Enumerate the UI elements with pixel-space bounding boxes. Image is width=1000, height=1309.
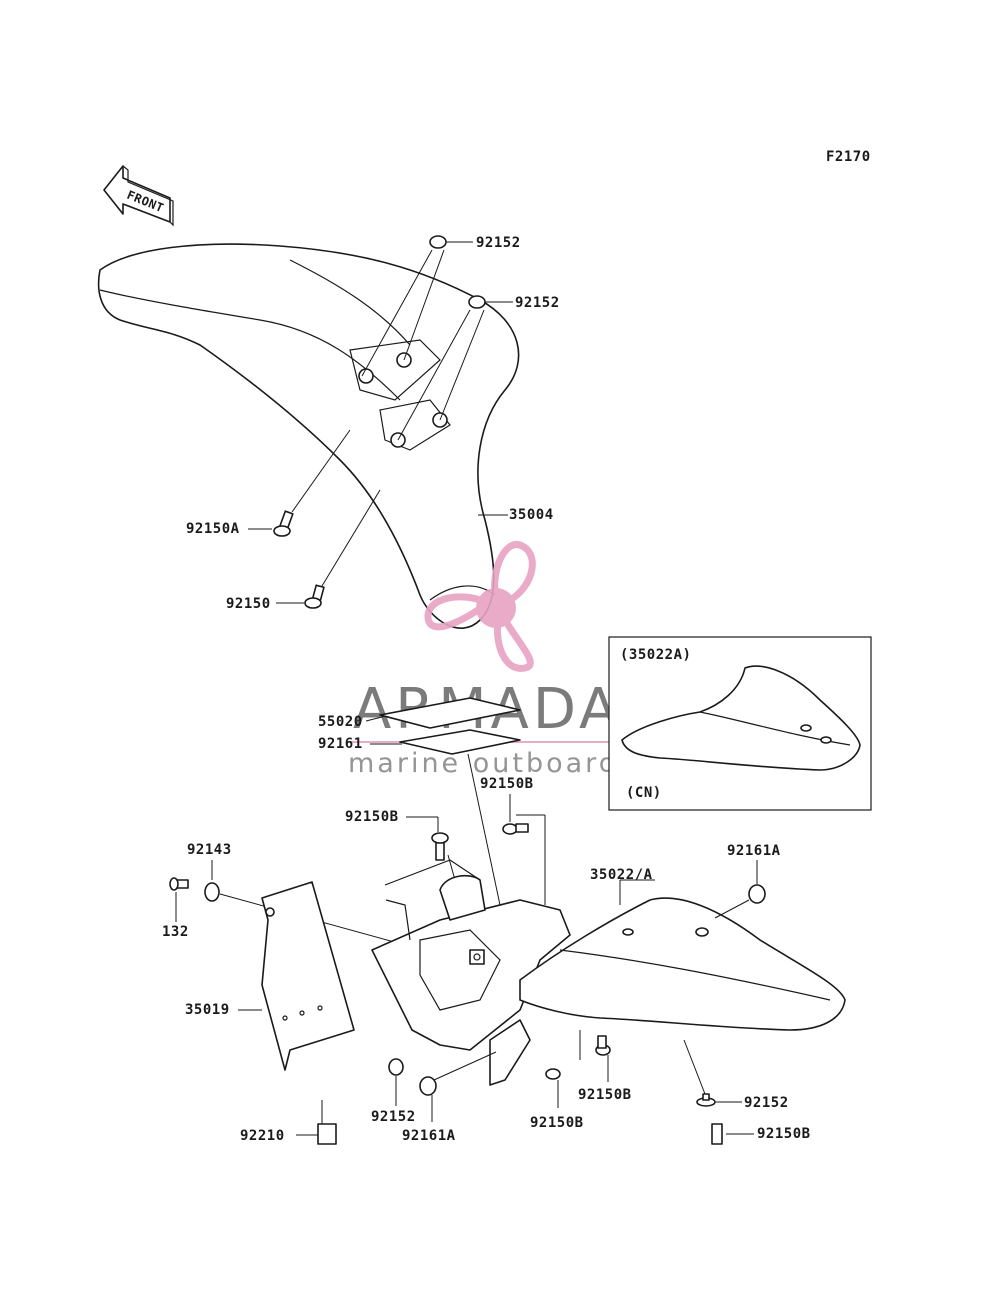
callout-92150B-left: 92150B xyxy=(345,809,399,825)
callout-92150A: 92150A xyxy=(186,521,240,537)
callout-92152-a: 92152 xyxy=(476,235,521,251)
callout-35022A: 35022/A xyxy=(590,867,653,883)
screw-132 xyxy=(169,877,189,922)
inset-title: (35022A) xyxy=(620,647,691,663)
callout-92161A-right: 92161A xyxy=(727,843,781,859)
rear-fender-35022A xyxy=(519,879,846,1031)
clip-92210 xyxy=(296,1100,337,1145)
bolt-92150B-right xyxy=(711,1123,754,1145)
callout-35004: 35004 xyxy=(509,507,554,523)
callout-92161: 92161 xyxy=(318,736,363,752)
callout-92161A-low: 92161A xyxy=(402,1128,456,1144)
callout-35019: 35019 xyxy=(185,1002,230,1018)
mudflap-35019 xyxy=(238,881,355,1071)
callout-132: 132 xyxy=(162,924,189,940)
bolt-92150B-low xyxy=(545,1068,561,1108)
front-arrow-icon: FRONT xyxy=(103,165,174,227)
washer-92152-low xyxy=(388,1058,404,1106)
inset-note: (CN) xyxy=(626,785,662,801)
washer-92152-b xyxy=(397,295,513,441)
callout-92150B-top: 92150B xyxy=(480,776,534,792)
callout-92152-low: 92152 xyxy=(371,1109,416,1125)
front-fender-35004 xyxy=(97,243,520,629)
bolt-92150B-left xyxy=(406,816,456,881)
washer-92152-right xyxy=(683,1039,742,1107)
bolt-92150B-top xyxy=(502,814,546,905)
callout-92152-right: 92152 xyxy=(744,1095,789,1111)
callout-55020: 55020 xyxy=(318,714,363,730)
callout-92150: 92150 xyxy=(226,596,271,612)
inset-35022A: (35022A) (CN) xyxy=(608,636,872,811)
callout-92150B-right: 92150B xyxy=(757,1126,811,1142)
part-55020 xyxy=(365,697,521,729)
grommet-92161A-low xyxy=(419,1076,437,1122)
rear-bracket xyxy=(371,859,571,1086)
propeller-icon xyxy=(424,541,536,672)
washer-92152-a xyxy=(361,235,473,377)
bolt-92150A xyxy=(248,429,351,537)
watermark-tagline: marine outboards xyxy=(348,748,636,779)
callout-92150B-low: 92150B xyxy=(530,1115,584,1131)
bolt-92150B-mid xyxy=(579,1030,611,1082)
callout-92152-b: 92152 xyxy=(515,295,560,311)
part-92161 xyxy=(370,729,521,906)
figure-code: F2170 xyxy=(826,149,871,165)
callout-92210: 92210 xyxy=(240,1128,285,1144)
bolt-92150 xyxy=(276,489,381,609)
grommet-92161A-right xyxy=(714,860,766,919)
callout-92143: 92143 xyxy=(187,842,232,858)
callout-92150B-mid: 92150B xyxy=(578,1087,632,1103)
